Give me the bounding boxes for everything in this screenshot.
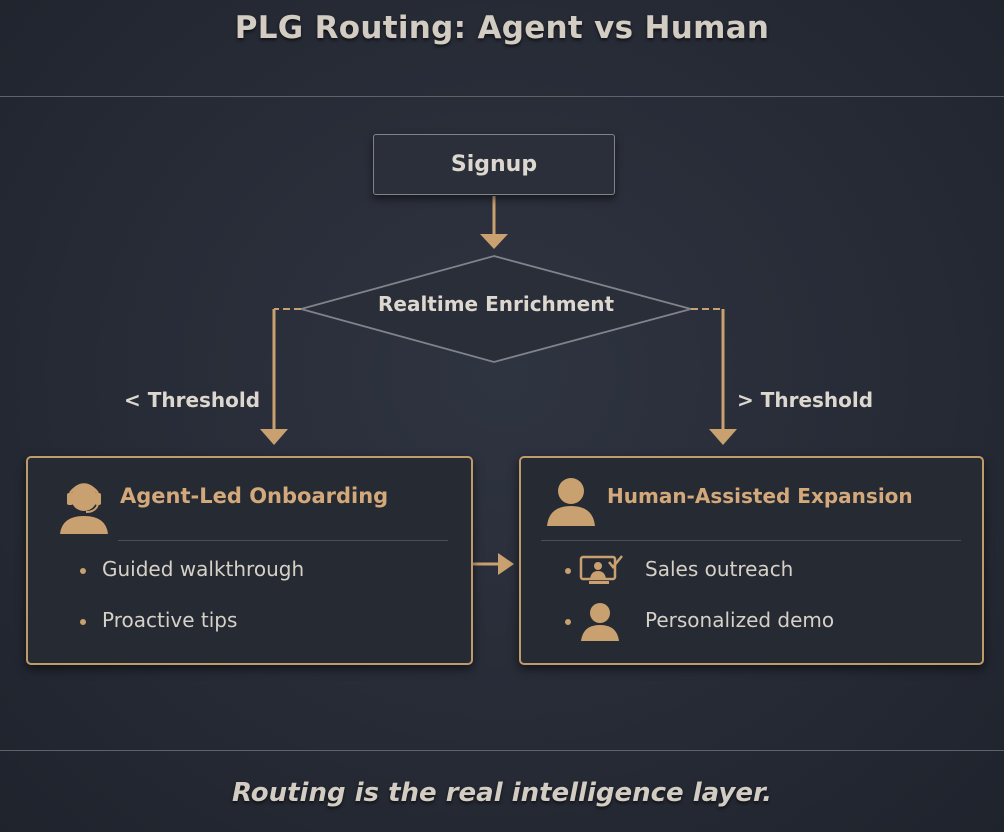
footer-tagline: Routing is the real intelligence layer. [232, 778, 772, 808]
human-card-divider [541, 540, 961, 541]
agent-card-divider [118, 540, 448, 541]
human-assisted-expansion-card: Human-Assisted Expansion Sales outreach … [519, 456, 984, 665]
right-branch-arrowhead [709, 429, 737, 445]
signup-node: Signup [373, 134, 615, 195]
signup-label: Signup [450, 152, 538, 177]
human-bullet-2: Personalized demo [645, 608, 835, 632]
agent-card-title: Agent-Led Onboarding [120, 484, 389, 508]
enrichment-diamond [297, 255, 695, 363]
person-icon [581, 603, 619, 641]
left-branch-arrowhead [260, 429, 288, 445]
bullet-dot [565, 619, 571, 625]
agent-led-onboarding-card: Agent-Led Onboarding Guided walkthrough … [26, 456, 473, 665]
agent-to-human-arrowhead [498, 553, 514, 575]
human-card-title: Human-Assisted Expansion [607, 484, 913, 508]
bullet-dot [80, 619, 86, 625]
bullet-dot [565, 568, 571, 574]
human-bullet-1: Sales outreach [645, 557, 794, 581]
signup-arrowhead [480, 234, 508, 249]
bullet-dot [80, 568, 86, 574]
bottom-divider [0, 750, 1004, 751]
page-title: PLG Routing: Agent vs Human [234, 10, 770, 46]
headset-agent-icon [60, 483, 108, 534]
video-call-icon [579, 555, 623, 584]
right-branch-label: > Threshold [737, 388, 874, 412]
person-icon [547, 478, 595, 526]
agent-bullet-1: Guided walkthrough [102, 557, 305, 581]
top-divider [0, 96, 1004, 97]
left-branch-label: < Threshold [124, 388, 261, 412]
enrichment-label: Realtime Enrichment [377, 292, 614, 316]
agent-bullet-2: Proactive tips [102, 608, 238, 632]
